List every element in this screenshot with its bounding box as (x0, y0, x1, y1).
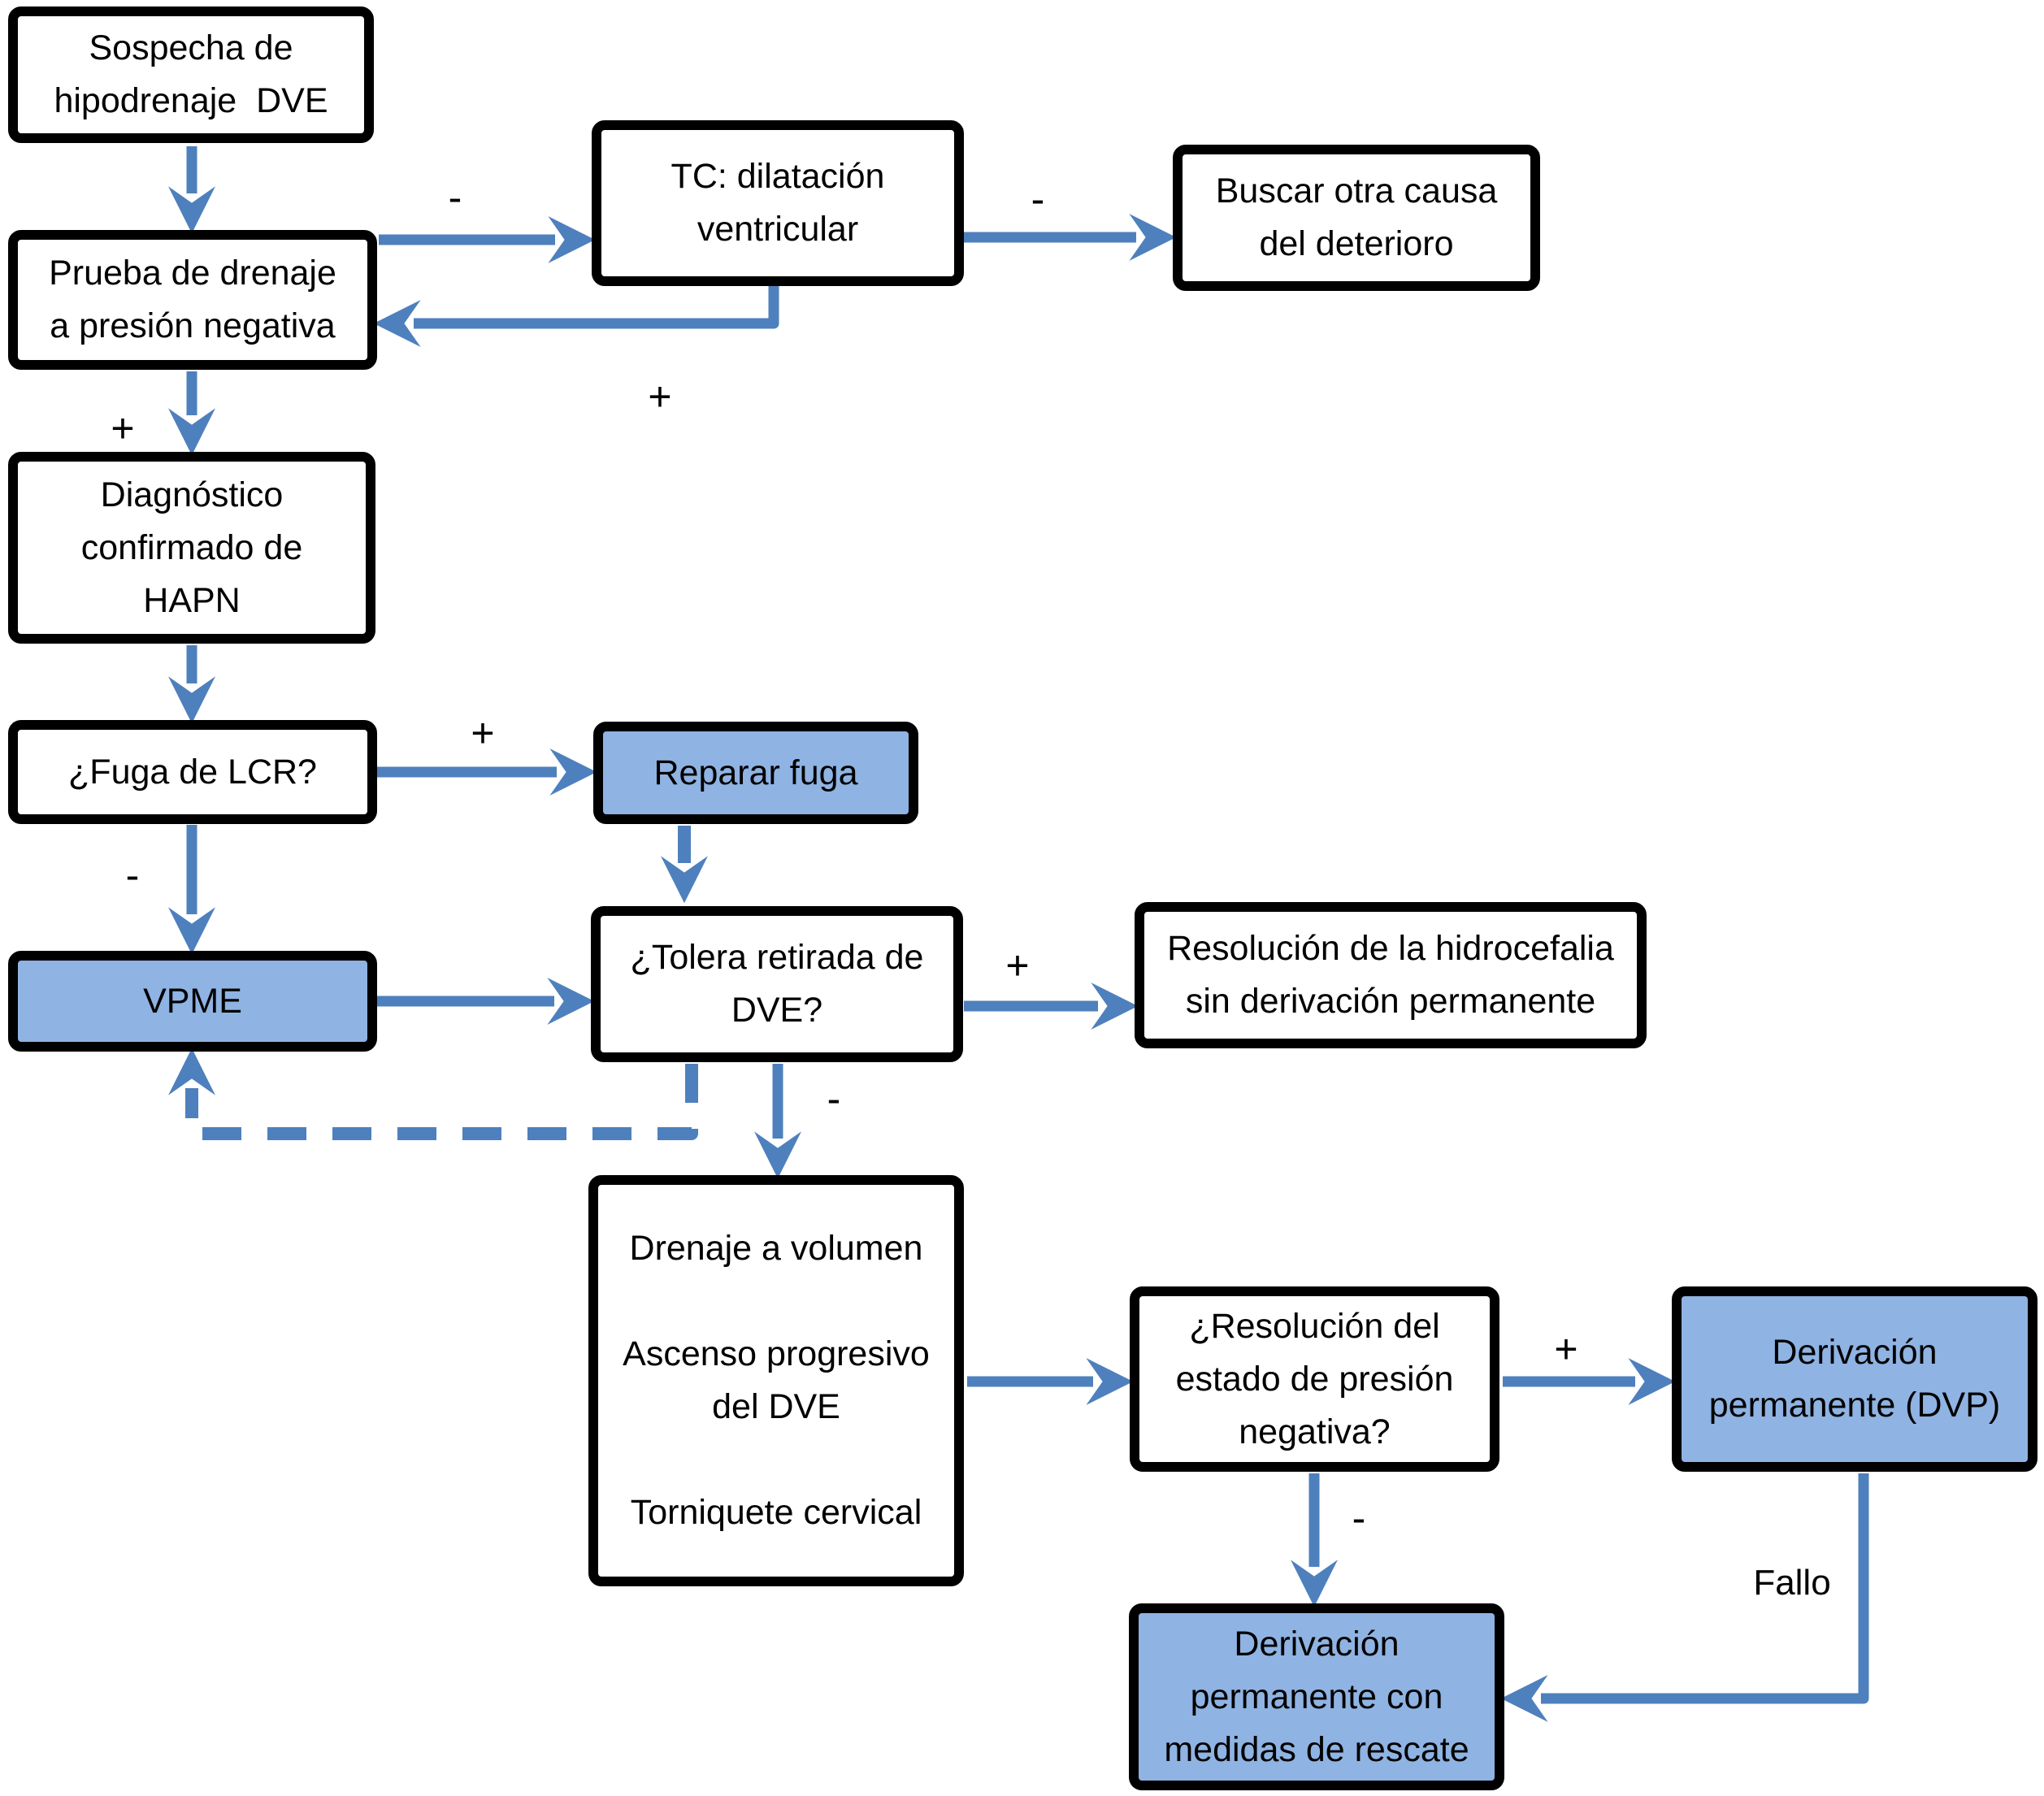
edge-label-prueba-to-diagnostico: + (111, 406, 135, 451)
edge-label-presion-to-dvp: + (1554, 1326, 1578, 1372)
node-resolucion-presion-label: ¿Resolución del estado de presión negati… (1175, 1306, 1454, 1451)
node-reparar-label: Reparar fuga (653, 753, 858, 792)
node-vpme: VPME (8, 951, 377, 1052)
node-sospecha-hipodrenaje: Sospecha de hipodrenaje DVE (8, 7, 374, 143)
edge-label-tc-to-buscar: - (1031, 176, 1045, 222)
node-prueba-label: Prueba de drenaje a presión negativa (49, 254, 336, 345)
node-derivacion-rescate: Derivación permanente con medidas de res… (1129, 1603, 1504, 1790)
node-dvp-label: Derivación permanente (DVP) (1708, 1333, 2001, 1425)
node-diagnostico-hapn: Diagnóstico confirmado de HAPN (8, 452, 375, 644)
node-resolucion-hidro-label: Resolución de la hidrocefalia sin deriva… (1167, 929, 1614, 1021)
node-sospecha-label: Sospecha de hipodrenaje DVE (54, 28, 328, 120)
node-prueba-drenaje: Prueba de drenaje a presión negativa (8, 230, 377, 370)
node-diagnostico-label: Diagnóstico confirmado de HAPN (80, 475, 303, 620)
node-drenaje-volumen: Drenaje a volumen Ascenso progresivo del… (588, 1175, 964, 1586)
node-resolucion-presion-negativa: ¿Resolución del estado de presión negati… (1130, 1286, 1499, 1472)
arrow-dashed-tolera-to-vpme (168, 1048, 698, 1140)
edge-label-tolera-to-hidro: + (1005, 943, 1030, 988)
edge-label-presion-to-rescate: - (1352, 1495, 1366, 1541)
edge-label-tc-return-positive: + (648, 374, 672, 419)
node-buscar-label: Buscar otra causa del deterioro (1215, 171, 1498, 263)
arrow-dvp-fallo-to-rescate (1500, 1473, 1869, 1722)
edge-label-prueba-to-tc: - (448, 175, 462, 220)
edge-label-tolera-to-drenaje: - (827, 1076, 841, 1121)
node-drenaje-label: Drenaje a volumen Ascenso progresivo del… (623, 1229, 930, 1532)
node-reparar-fuga: Reparar fuga (593, 722, 918, 824)
node-tc-label: TC: dilatación ventricular (670, 157, 885, 249)
edge-label-fuga-to-reparar: + (471, 710, 495, 756)
node-derivacion-permanente-dvp: Derivación permanente (DVP) (1672, 1286, 2037, 1472)
node-buscar-otra-causa: Buscar otra causa del deterioro (1173, 145, 1540, 291)
node-tc-dilatacion: TC: dilatación ventricular (592, 120, 964, 286)
edge-label-fuga-to-vpme: - (125, 852, 140, 898)
node-fuga-lcr: ¿Fuga de LCR? (8, 720, 377, 824)
edge-label-fallo: Fallo (1753, 1563, 1831, 1603)
node-vpme-label: VPME (143, 981, 242, 1021)
node-tolera-retirada: ¿Tolera retirada de DVE? (591, 906, 963, 1062)
node-fuga-label: ¿Fuga de LCR? (68, 752, 317, 792)
arrow-tc-return-to-prueba (373, 286, 779, 347)
node-resolucion-hidrocefalia: Resolución de la hidrocefalia sin deriva… (1135, 902, 1647, 1048)
node-rescate-label: Derivación permanente con medidas de res… (1164, 1624, 1469, 1769)
node-tolera-label: ¿Tolera retirada de DVE? (630, 938, 924, 1030)
